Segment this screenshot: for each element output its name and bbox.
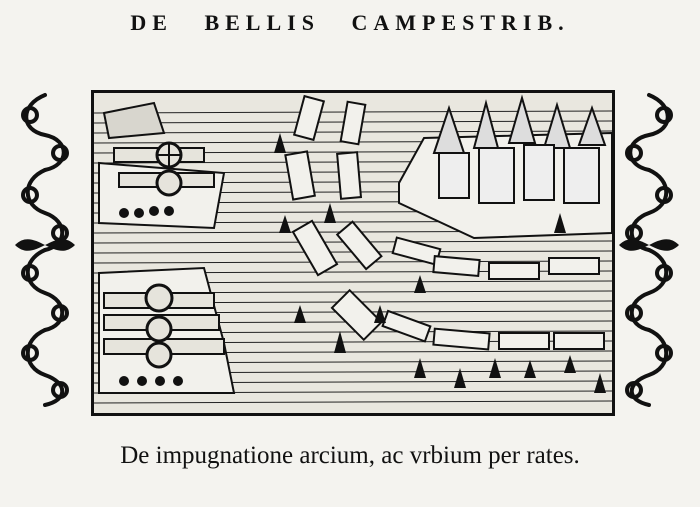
woodcut-illustration (91, 90, 615, 416)
header-word-campestrib: CAMPESTRIB. (351, 10, 570, 35)
header-word-bellis: BELLIS (204, 10, 320, 35)
left-ornament (15, 93, 75, 407)
raft-lower-left (98, 266, 236, 394)
caption: De impugnatione arcium, ac vrbium per ra… (120, 442, 580, 469)
fortified-city (398, 94, 612, 240)
running-header: DE BELLIS CAMPESTRIB. (0, 10, 700, 36)
raft-upper-left (98, 101, 226, 230)
right-ornament (619, 93, 679, 407)
header-word-de: DE (130, 10, 173, 35)
